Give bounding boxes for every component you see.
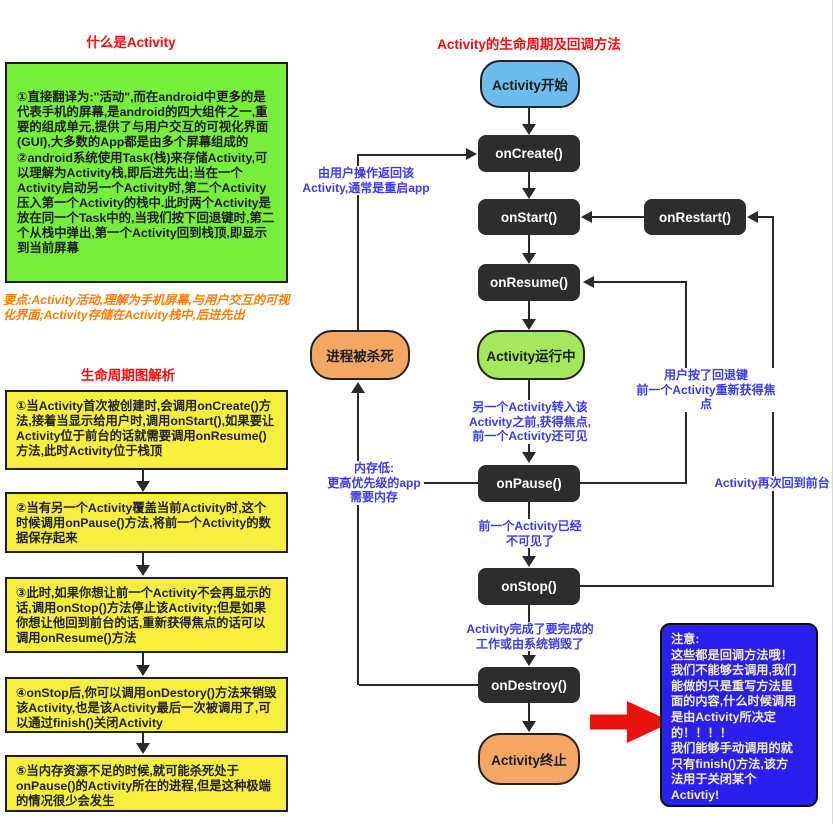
annotation-return-by-user: 由用户操作返回该 Activity,通常是重启app (296, 166, 436, 196)
edge-onrestart-onstart (592, 216, 644, 218)
arrow-down-icon (522, 253, 536, 264)
annotation-back-to-front: Activity再次回到前台 (710, 476, 832, 491)
arrow-down-icon (522, 655, 536, 666)
arrow-down-icon (522, 721, 536, 732)
node-onstart: onStart() (478, 199, 580, 235)
node-activity-running: Activity运行中 (477, 330, 585, 380)
annotation-back-key: 用户按了回退键 前一个Activity重新获得焦点 (634, 368, 778, 412)
arrow-left-icon (581, 211, 592, 223)
flowchart-title: Activity的生命周期及回调方法 (437, 37, 621, 52)
lifecycle-step-3: ③此时,如果你想让前一个Activity不会再显示的话,调用onStop()方法… (5, 577, 288, 653)
node-activity-start: Activity开始 (480, 60, 580, 108)
node-onpause: onPause() (478, 465, 580, 502)
edge-left-rail (357, 392, 359, 685)
node-ondestroy: onDestroy() (478, 667, 580, 703)
activity-definition-box: ①直接翻译为:"活动",而在android中更多的是代表手机的屏幕,是andro… (5, 62, 288, 283)
arrow-left-icon (747, 211, 758, 223)
arrow-up-icon (351, 382, 365, 393)
edge-onresume-running (528, 301, 530, 320)
edge-oncreate-onstart (528, 172, 530, 189)
edge-ondestroy-killed (359, 684, 478, 686)
node-oncreate: onCreate() (478, 135, 580, 172)
step-connector-line (142, 553, 144, 567)
step-connector-line (142, 653, 144, 667)
node-onresume: onResume() (478, 264, 580, 301)
lifecycle-analysis-title: 生命周期图解析 (80, 368, 176, 383)
edge-onpause-onresume-h2 (594, 281, 686, 283)
arrow-down-icon (522, 556, 536, 567)
what-is-activity-title: 什么是Activity (86, 35, 176, 50)
arrow-down-icon (522, 319, 536, 330)
arrow-down-icon (136, 743, 150, 754)
edge-onstart-onresume (528, 235, 530, 254)
key-points-text: 要点:Activity活动,理解为手机屏幕,与用户交互的可视化界面;Activi… (3, 293, 290, 323)
node-activity-end: Activity终止 (478, 733, 580, 785)
arrow-left-icon (583, 276, 594, 288)
note-box: 注意: 这些都是回调方法哦！ 我们不能够去调用,我们 能做的只是重写方法里 面的… (660, 623, 818, 807)
edge-killed-oncreate-h (357, 154, 467, 156)
step-connector-line (142, 733, 144, 745)
edge-killed-oncreate-v (357, 155, 359, 330)
lifecycle-step-5: ⑤当内存资源不足的时候,就可能杀死处于onPause()的Activity所在的… (5, 755, 288, 812)
edge-ondestroy-end (528, 703, 530, 722)
arrow-down-icon (522, 124, 536, 135)
arrow-down-icon (136, 665, 150, 676)
edge-onpause-onresume-h1 (580, 482, 687, 484)
node-onrestart: onRestart() (644, 199, 746, 235)
annotation-not-visible: 前一个Activity已经 不可见了 (466, 519, 594, 549)
arrow-down-icon (522, 188, 536, 199)
edge-start-oncreate (528, 108, 530, 125)
lifecycle-step-4: ④onStop后,你可以调用onDestory()方法来销毁该Activity,… (5, 677, 288, 733)
arrow-down-icon (136, 481, 150, 492)
edge-onstop-onrestart-h2 (757, 216, 774, 218)
node-process-killed: 进程被杀死 (310, 330, 410, 380)
node-onstop: onStop() (478, 568, 580, 605)
lifecycle-step-1: ①当Activity首次被创建时,会调用onCreate()方法,接着当显示给用… (5, 390, 288, 470)
step-connector-line (142, 470, 144, 483)
arrow-right-icon (466, 148, 477, 160)
annotation-finished: Activity完成了要完成的 工作或由系统销毁了 (460, 622, 600, 652)
lifecycle-step-2: ②当有另一个Activity覆盖当前Activity时,这个时候调用onPaus… (5, 492, 288, 553)
annotation-another-activity: 另一个Activity转入该 Activity之前,获得焦点, 前一个Activ… (462, 400, 598, 444)
edge-onstop-onrestart-h1 (580, 585, 774, 587)
arrow-down-icon (522, 452, 536, 463)
arrow-down-icon (136, 565, 150, 576)
annotation-low-memory: 内存低: 更高优先级的app 需要内存 (324, 461, 424, 505)
